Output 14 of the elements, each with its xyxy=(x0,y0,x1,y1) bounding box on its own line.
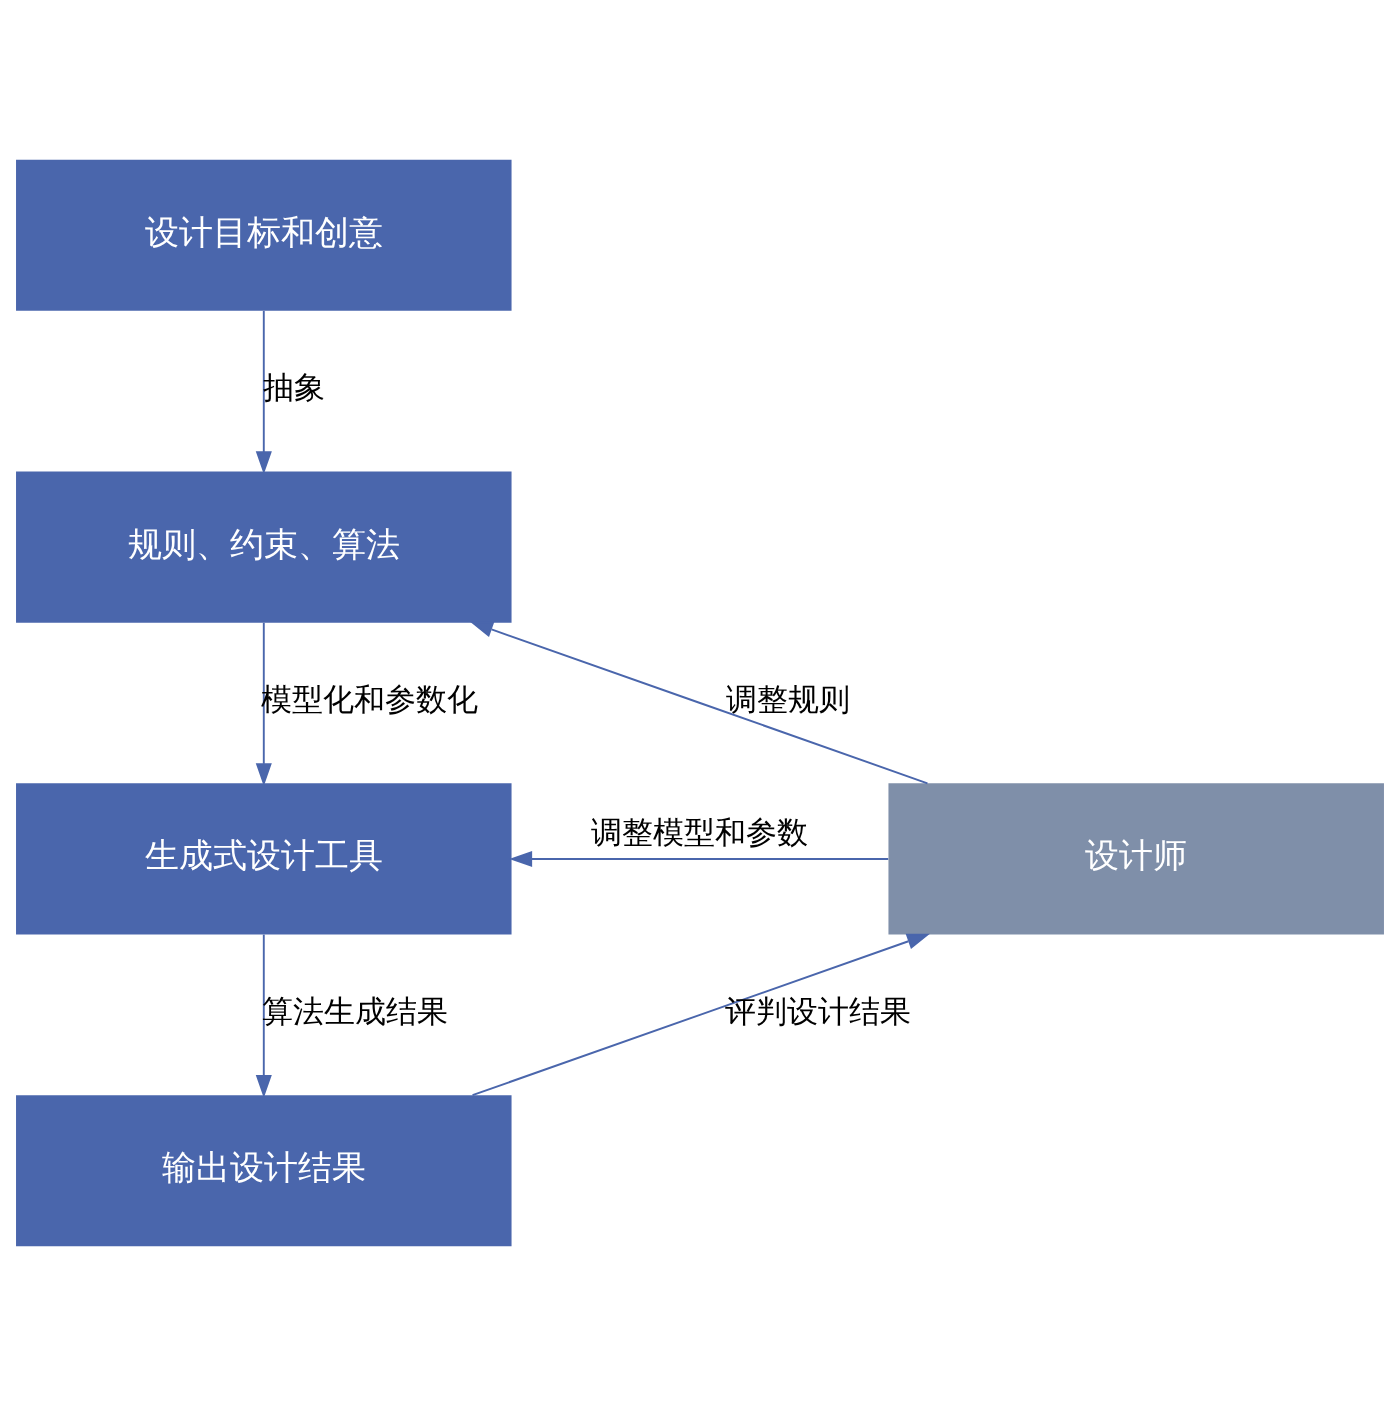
edge-label: 评判设计结果 xyxy=(724,993,911,1029)
node-box: 生成式设计工具 xyxy=(16,782,512,934)
arrow xyxy=(471,933,930,1096)
arrow xyxy=(509,850,890,867)
arrow xyxy=(255,621,272,786)
arrow xyxy=(255,309,272,474)
edge-label: 调整规则 xyxy=(726,681,851,717)
node-box: 设计师 xyxy=(888,782,1384,934)
edge-label: 调整模型和参数 xyxy=(591,814,809,850)
node-box: 输出设计结果 xyxy=(16,1094,512,1246)
node-box: 设计目标和创意 xyxy=(16,159,512,311)
arrow xyxy=(470,621,929,784)
arrow xyxy=(255,933,272,1098)
node-box: 规则、约束、算法 xyxy=(16,471,512,623)
